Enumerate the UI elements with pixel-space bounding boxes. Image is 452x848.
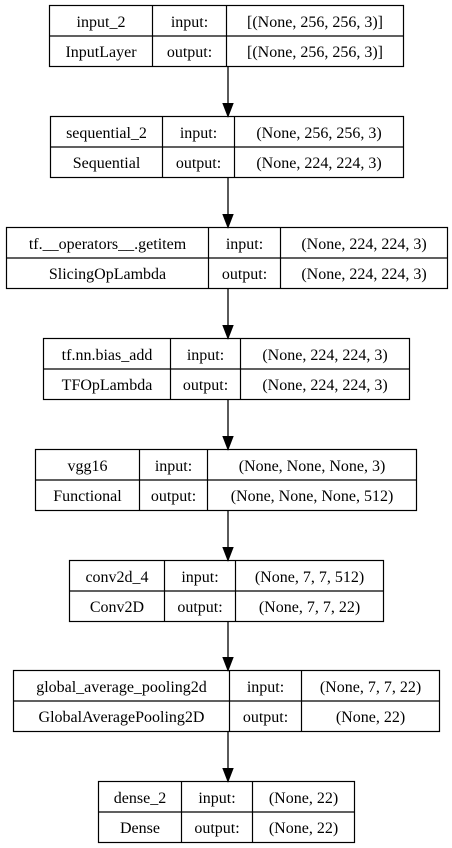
edge-arrow	[222, 399, 234, 451]
layer-node: sequential_2 input: (None, 256, 256, 3) Seq…	[49, 115, 405, 179]
input-shape: [(None, 256, 256, 3)]	[247, 14, 383, 31]
output-label: output:	[194, 820, 239, 837]
arrowhead-icon	[222, 103, 234, 118]
input-label: input:	[180, 125, 217, 142]
arrowhead-icon	[222, 436, 234, 451]
layer-name: tf.__operators__.getitem	[29, 236, 187, 253]
layer-type: InputLayer	[65, 44, 137, 61]
output-shape: (None, None, None, 512)	[231, 488, 394, 505]
input-shape: (None, 7, 7, 512)	[255, 569, 364, 586]
arrowhead-icon	[222, 657, 234, 672]
layer-node: vgg16 input: (None, None, None, 3) Function…	[34, 448, 418, 512]
edges	[222, 66, 234, 783]
layer-type: SlicingOpLambda	[49, 266, 166, 283]
layer-type: Conv2D	[90, 599, 144, 616]
output-label: output:	[176, 155, 221, 172]
layer-name: dense_2	[114, 790, 166, 807]
arrowhead-icon	[222, 325, 234, 340]
input-label: input:	[187, 347, 224, 364]
output-label: output:	[243, 709, 288, 726]
layer-type: TFOpLambda	[62, 377, 153, 394]
output-shape: (None, 7, 7, 22)	[259, 599, 360, 616]
edge-arrow	[222, 510, 234, 562]
input-shape: (None, 224, 224, 3)	[262, 347, 387, 364]
output-label: output:	[177, 599, 222, 616]
output-shape: (None, 224, 224, 3)	[262, 377, 387, 394]
layer-node: dense_2 input: (None, 22) Dense output: (None…	[97, 780, 356, 844]
output-shape: (None, 224, 224, 3)	[301, 266, 426, 283]
input-shape: (None, 224, 224, 3)	[301, 236, 426, 253]
input-shape: (None, 256, 256, 3)	[256, 125, 381, 142]
layer-node: tf.nn.bias_add input: (None, 224, 224, 3) T…	[42, 337, 411, 401]
layer-node: conv2d_4 input: (None, 7, 7, 512) Conv2D out…	[68, 559, 385, 623]
output-shape: (None, 22)	[336, 709, 405, 726]
arrowhead-icon	[222, 768, 234, 783]
layer-node: tf.__operators__.getitem input: (None, 224…	[5, 226, 449, 290]
edge-arrow	[222, 621, 234, 672]
nodes: input_2 input: [(None, 256, 256, 3)] InputL…	[5, 4, 449, 844]
input-label: input:	[198, 790, 235, 807]
edge-arrow	[222, 731, 234, 783]
layer-node: global_average_pooling2d input: (None, 7, …	[12, 669, 441, 733]
edge-arrow	[222, 288, 234, 340]
output-label: output:	[167, 44, 212, 61]
layer-type: GlobalAveragePooling2D	[39, 709, 205, 726]
layer-name: global_average_pooling2d	[36, 679, 207, 696]
layer-node: input_2 input: [(None, 256, 256, 3)] InputL…	[48, 4, 405, 68]
layer-type: Functional	[53, 488, 122, 505]
layer-name: tf.nn.bias_add	[62, 347, 153, 364]
arrowhead-icon	[222, 214, 234, 229]
output-label: output:	[222, 266, 267, 283]
input-label: input:	[226, 236, 263, 253]
input-shape: (None, None, None, 3)	[239, 458, 386, 475]
arrowhead-icon	[222, 547, 234, 562]
layer-name: conv2d_4	[85, 569, 148, 586]
output-shape: [(None, 256, 256, 3)]	[247, 44, 383, 61]
input-shape: (None, 7, 7, 22)	[320, 679, 421, 696]
input-label: input:	[155, 458, 192, 475]
edge-arrow	[222, 177, 234, 229]
layer-type: Sequential	[73, 155, 141, 172]
layer-type: Dense	[120, 820, 160, 837]
layer-name: sequential_2	[66, 125, 147, 142]
output-label: output:	[183, 377, 228, 394]
layer-name: input_2	[77, 14, 126, 31]
input-label: input:	[181, 569, 218, 586]
input-label: input:	[247, 679, 284, 696]
output-shape: (None, 224, 224, 3)	[256, 155, 381, 172]
output-label: output:	[151, 488, 196, 505]
output-shape: (None, 22)	[269, 820, 338, 837]
input-label: input:	[171, 14, 208, 31]
edge-arrow	[222, 66, 234, 118]
input-shape: (None, 22)	[269, 790, 338, 807]
layer-name: vgg16	[68, 458, 108, 475]
